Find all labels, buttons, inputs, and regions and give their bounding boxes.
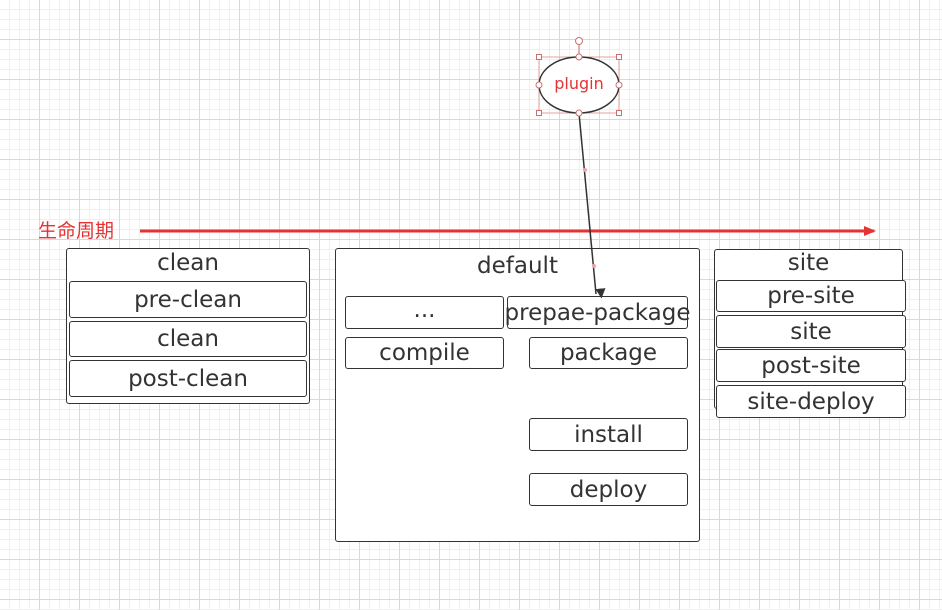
connection-point[interactable] [615, 81, 623, 89]
phase-compile[interactable]: compile [345, 337, 504, 369]
plugin-connector-arrow[interactable] [578, 112, 606, 299]
resize-handle[interactable] [616, 54, 622, 60]
lifecycle-label: 生命周期 [38, 220, 115, 242]
phase-post-clean[interactable]: post-clean [69, 360, 307, 397]
connection-point[interactable] [575, 53, 583, 61]
resize-handle[interactable] [616, 110, 622, 116]
phase-post-site[interactable]: post-site [716, 349, 906, 382]
clean-lifecycle-title: clean [157, 250, 219, 276]
connection-point[interactable] [535, 81, 543, 89]
rotate-handle[interactable] [575, 37, 583, 45]
resize-handle[interactable] [536, 54, 542, 60]
phase-package[interactable]: package [529, 337, 688, 369]
phase-site[interactable]: site [716, 315, 906, 348]
resize-handle[interactable] [536, 110, 542, 116]
phase-deploy[interactable]: deploy [529, 473, 688, 506]
connection-point[interactable] [575, 109, 583, 117]
plugin-node[interactable] [535, 37, 623, 117]
connector-waypoint [592, 264, 596, 268]
phase-site-deploy[interactable]: site-deploy [716, 385, 906, 418]
plugin-label: plugin [554, 74, 604, 93]
phase-pre-site[interactable]: pre-site [716, 280, 906, 312]
phase-pre-clean[interactable]: pre-clean [69, 281, 307, 318]
phase-ellipsis[interactable]: ... [345, 296, 504, 329]
phase-clean[interactable]: clean [69, 321, 307, 357]
connector-waypoint [583, 168, 587, 172]
phase-install[interactable]: install [529, 418, 688, 451]
default-lifecycle-title: default [477, 253, 558, 279]
site-lifecycle-title: site [787, 250, 830, 276]
phase-prepare-package[interactable]: prepae-package [505, 296, 690, 329]
